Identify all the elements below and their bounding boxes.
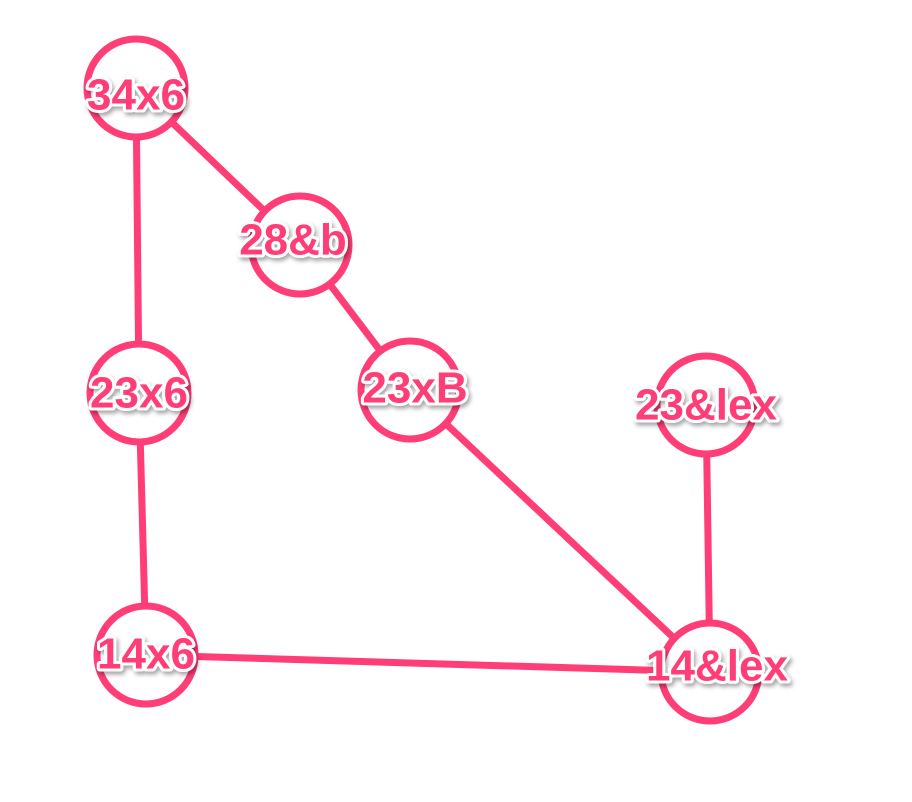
node-circle xyxy=(83,35,189,141)
node-circle xyxy=(86,340,192,446)
node-circle xyxy=(93,602,199,708)
node-label: 34x6 xyxy=(87,71,185,120)
edge-n14x6-n14lex xyxy=(142,651,714,676)
node-n34x6: 34x6 xyxy=(83,35,189,141)
node-label: 28&b xyxy=(239,216,347,265)
node-label: 14&lex xyxy=(646,642,788,691)
node-n23lex: 23&lex xyxy=(632,352,780,458)
node-circle xyxy=(247,192,353,298)
node-n23xB: 23xB xyxy=(357,337,471,443)
node-n23x6: 23x6 xyxy=(86,340,192,446)
node-label: 23x6 xyxy=(90,369,188,418)
node-n28b: 28&b xyxy=(236,192,353,298)
node-circle xyxy=(653,352,759,458)
node-label: 14x6 xyxy=(97,630,195,679)
node-label: 23xB xyxy=(362,364,467,413)
edge-n23xB-n14lex xyxy=(406,386,714,676)
node-n14lex: 14&lex xyxy=(643,619,791,725)
nodes-layer: 34x6 28&b 23x6 23xB 23&lex 14x6 14&lex xyxy=(83,35,791,725)
node-label: 23&lex xyxy=(635,381,777,430)
node-n14x6: 14x6 xyxy=(93,602,199,708)
node-circle xyxy=(657,619,763,725)
node-circle xyxy=(357,337,463,443)
